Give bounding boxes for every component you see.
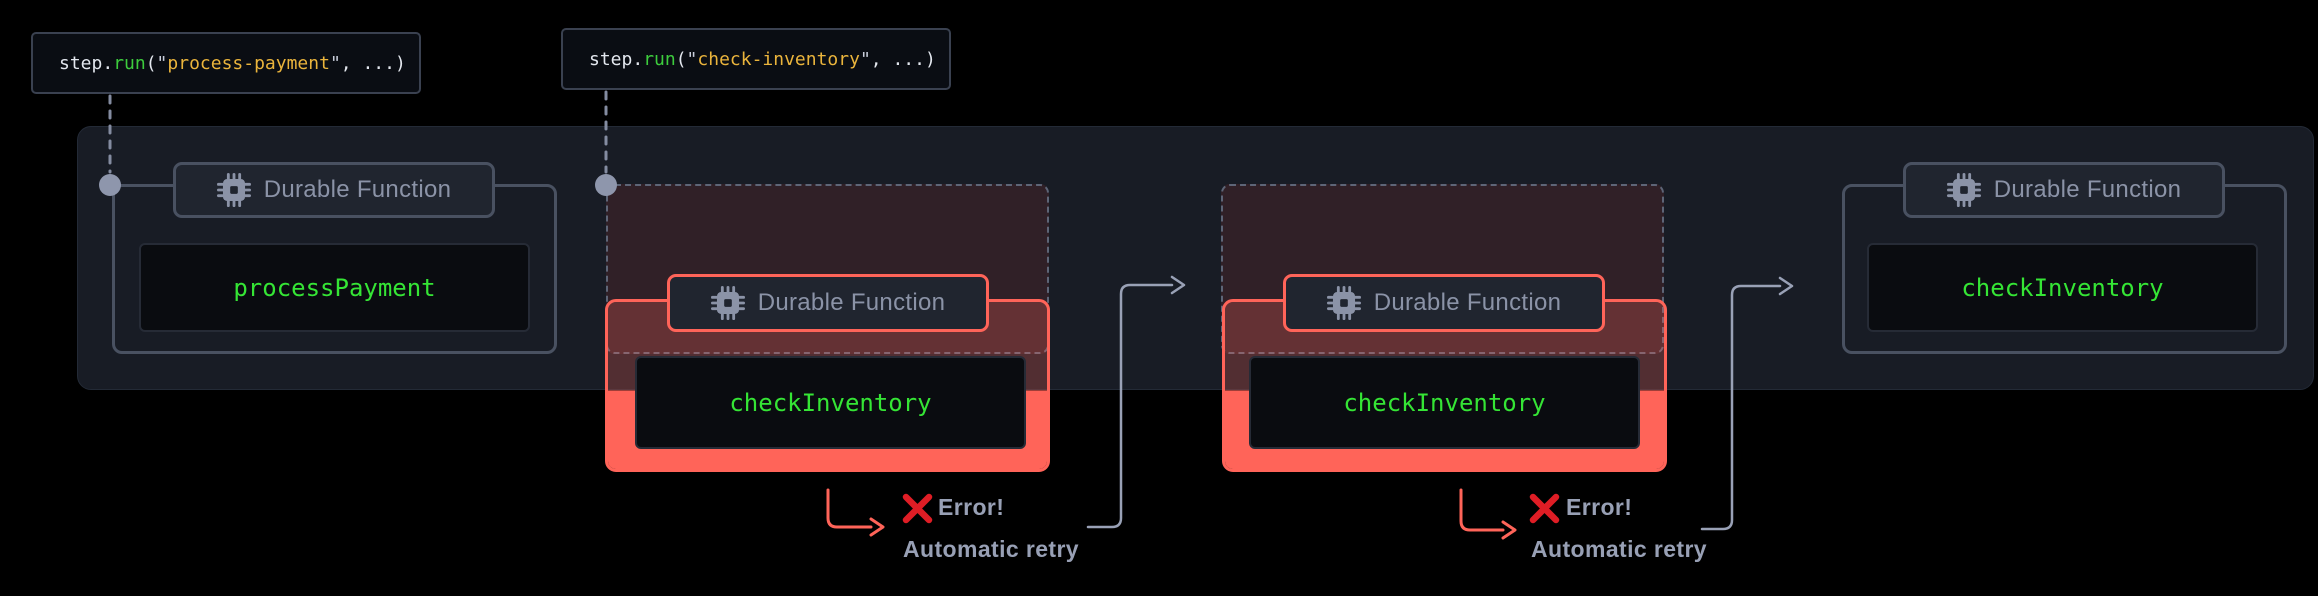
- function-name: processPayment: [233, 273, 436, 302]
- function-name: checkInventory: [1343, 388, 1546, 417]
- cpu-chip-icon: [1326, 286, 1361, 320]
- function-name-box-2: checkInventory: [635, 356, 1026, 449]
- cpu-chip-icon: [710, 286, 745, 320]
- error-cross-icon-2: [1529, 493, 1560, 524]
- code-tooltip-check-inventory: step.run("check-inventory", ...): [561, 28, 951, 90]
- cpu-chip-icon: [216, 173, 251, 207]
- durable-function-badge-4: Durable Function: [1903, 162, 2225, 218]
- automatic-retry-label-1: Automatic retry: [903, 536, 1079, 562]
- error-cross-icon-1: [902, 493, 933, 524]
- error-arrow-2: [1459, 488, 1505, 532]
- code-fn-text: run: [113, 52, 146, 74]
- badge-label: Durable Function: [757, 289, 946, 316]
- function-name-box-4: checkInventory: [1867, 243, 2258, 332]
- badge-label: Durable Function: [1373, 289, 1562, 316]
- code-arg-text: check-inventory: [697, 48, 860, 70]
- code-tooltip-process-payment: step.run("process-payment", ...): [31, 32, 421, 94]
- error-arrow-1-head: [869, 517, 885, 537]
- function-name: checkInventory: [1961, 273, 2164, 302]
- error-label-2: Error!: [1566, 494, 1633, 520]
- cpu-chip-icon: [1946, 173, 1981, 207]
- error-label-1: Error!: [938, 494, 1005, 520]
- code-arg-text: process-payment: [167, 52, 330, 74]
- automatic-retry-label-2: Automatic retry: [1531, 536, 1707, 562]
- function-name-box-1: processPayment: [139, 243, 530, 332]
- durable-function-badge-2: Durable Function: [667, 274, 989, 332]
- badge-label: Durable Function: [263, 176, 452, 203]
- durable-function-badge-3: Durable Function: [1283, 274, 1605, 332]
- durable-function-badge-1: Durable Function: [173, 162, 495, 218]
- badge-label: Durable Function: [1993, 176, 2182, 203]
- code-text: step.: [589, 48, 644, 70]
- function-name-box-3: checkInventory: [1249, 356, 1640, 449]
- error-arrow-2-head: [1501, 520, 1517, 540]
- error-arrow-1: [826, 488, 873, 529]
- code-fn-text: run: [643, 48, 676, 70]
- code-text: step.: [59, 52, 114, 74]
- function-name: checkInventory: [729, 388, 932, 417]
